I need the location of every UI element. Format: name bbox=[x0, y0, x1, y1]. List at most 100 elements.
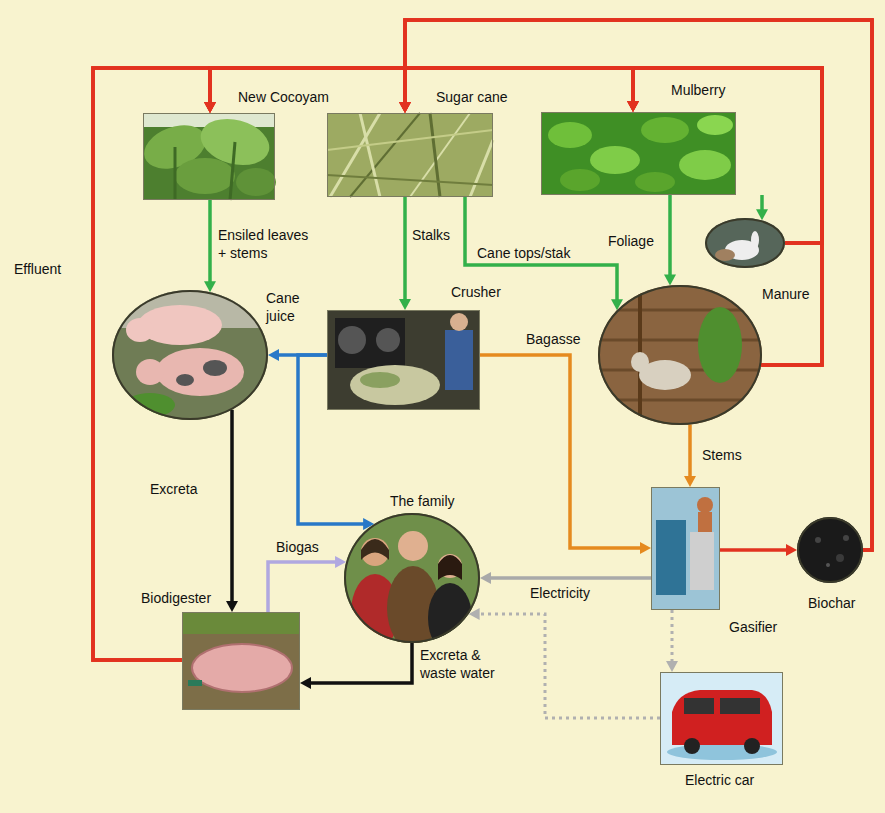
arrow-head bbox=[204, 102, 216, 113]
art-ellipse bbox=[126, 318, 154, 342]
photo-box: Electric car bbox=[660, 672, 783, 765]
art-line bbox=[330, 113, 380, 197]
art-ellipse bbox=[679, 150, 731, 180]
edge-label: Cane juice bbox=[266, 290, 299, 324]
edge-label: Ensiled leaves + stems bbox=[218, 227, 308, 261]
edge-label: Excreta bbox=[150, 481, 197, 497]
edge-label-box: Excreta & waste water bbox=[420, 646, 512, 682]
node-label-box: Biochar bbox=[808, 594, 855, 612]
arrow-head bbox=[268, 349, 279, 361]
flow-arrow bbox=[93, 68, 210, 660]
art-ellipse bbox=[697, 115, 733, 135]
art-ellipse bbox=[136, 359, 164, 385]
art-rect bbox=[182, 612, 300, 634]
flow-arrow bbox=[405, 68, 822, 243]
flow-arrow bbox=[230, 410, 234, 603]
arrow-head bbox=[226, 601, 238, 612]
art-line bbox=[174, 147, 177, 200]
pigs-photo bbox=[110, 288, 270, 422]
art-line bbox=[327, 175, 493, 185]
edge-label-box: Effluent bbox=[14, 260, 61, 278]
edge-label: Electricity bbox=[530, 585, 590, 601]
art-circle bbox=[684, 738, 700, 754]
art-rect bbox=[110, 288, 270, 422]
flow-arrow bbox=[633, 68, 822, 243]
flow-arrow bbox=[210, 68, 822, 243]
art-rect bbox=[684, 698, 714, 714]
arrow-head bbox=[627, 101, 639, 112]
art-line bbox=[470, 140, 493, 197]
art-line bbox=[430, 113, 440, 197]
art-line bbox=[596, 309, 764, 312]
art-rect bbox=[698, 512, 712, 532]
art-rect bbox=[327, 113, 493, 197]
arrow-head bbox=[627, 101, 639, 112]
node-label-box: Sugar cane bbox=[436, 88, 508, 106]
photo-box: New Cocoyam bbox=[143, 113, 275, 200]
goats-photo bbox=[596, 284, 764, 426]
arrow-head bbox=[300, 677, 311, 689]
art-ellipse bbox=[203, 360, 227, 376]
art-ellipse bbox=[590, 146, 640, 174]
art-circle bbox=[338, 326, 366, 354]
node-label: Gasifier bbox=[729, 619, 777, 635]
art-ellipse bbox=[698, 307, 742, 383]
arrow-head bbox=[611, 299, 623, 310]
art-rect bbox=[703, 216, 787, 270]
art-ellipse bbox=[156, 348, 244, 396]
flow-arrow bbox=[668, 195, 672, 277]
node-label: Electric car bbox=[685, 772, 754, 788]
art-ellipse bbox=[548, 122, 592, 148]
sugar-cane-photo bbox=[327, 113, 493, 197]
art-ellipse bbox=[715, 249, 735, 261]
flow-arrow bbox=[760, 195, 764, 211]
edge-label: Manure bbox=[762, 286, 809, 302]
art-path bbox=[361, 539, 389, 560]
flow-arrow bbox=[268, 562, 337, 612]
flow-arrow bbox=[210, 20, 872, 550]
art-circle bbox=[797, 517, 863, 583]
flow-arrow bbox=[688, 425, 692, 479]
art-rect bbox=[651, 487, 720, 610]
edge-label-box: Ensiled leaves + stems bbox=[218, 226, 318, 262]
photo-box: Biodigester bbox=[182, 612, 300, 710]
flow-arrow bbox=[210, 68, 822, 365]
art-line bbox=[360, 113, 380, 197]
art-rect bbox=[690, 532, 714, 590]
edge-label-box: Stalks bbox=[412, 226, 450, 244]
dotted-connector bbox=[478, 614, 660, 718]
art-ellipse bbox=[360, 372, 400, 388]
edge-label-box: Stems bbox=[702, 446, 742, 464]
art-path bbox=[438, 555, 462, 580]
art-path bbox=[672, 690, 772, 745]
arrow-head bbox=[786, 544, 797, 556]
photo-box: Crusher bbox=[327, 310, 480, 410]
edge-label: Stalks bbox=[412, 227, 450, 243]
family-photo bbox=[342, 511, 482, 653]
arrow-head bbox=[627, 101, 639, 112]
flow-arrow bbox=[405, 20, 872, 550]
art-rect bbox=[656, 520, 686, 595]
art-rect bbox=[541, 112, 736, 195]
cocoyam-photo bbox=[138, 112, 276, 200]
flow-arrow bbox=[489, 576, 651, 580]
arrow-head bbox=[640, 542, 651, 554]
art-circle bbox=[843, 535, 849, 541]
flow-arrow bbox=[93, 68, 405, 660]
arrow-head bbox=[666, 661, 678, 672]
biodigester-photo bbox=[182, 612, 300, 710]
edge-label-box: Cane juice bbox=[266, 289, 314, 325]
edge-label: Cane tops/stak bbox=[477, 245, 570, 261]
art-circle bbox=[376, 328, 400, 352]
node-label: Biochar bbox=[808, 595, 855, 611]
flow-arrow bbox=[480, 355, 642, 548]
photo-circle bbox=[705, 218, 785, 268]
art-circle bbox=[450, 313, 468, 331]
art-rect bbox=[188, 680, 202, 686]
art-rect bbox=[445, 330, 473, 390]
art-line bbox=[230, 142, 235, 200]
art-ellipse bbox=[350, 365, 440, 405]
mulberry-photo bbox=[541, 112, 736, 195]
